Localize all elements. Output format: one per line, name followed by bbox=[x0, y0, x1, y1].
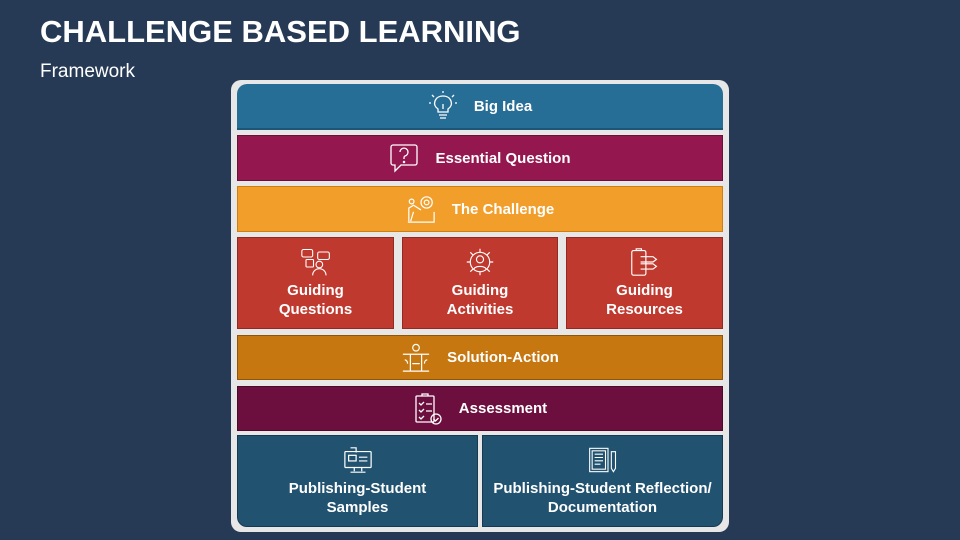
block-guiding-questions: Guiding Questions bbox=[237, 237, 394, 329]
block-the-challenge: The Challenge bbox=[237, 186, 723, 232]
block-essential-question: Essential Question bbox=[237, 135, 723, 181]
clipboard-arrows-icon bbox=[630, 247, 660, 277]
block-label: Assessment bbox=[458, 400, 548, 417]
guiding-line2: Resources bbox=[606, 301, 683, 318]
lightbulb-icon bbox=[428, 91, 458, 121]
block-publishing-samples: Publishing-Student Samples bbox=[237, 435, 478, 527]
block-publishing-reflection: Publishing-Student Reflection/ Documenta… bbox=[482, 435, 723, 527]
block-label: Solution-Action bbox=[447, 349, 559, 366]
publishing-line1: Publishing-Student Reflection/ bbox=[493, 480, 712, 497]
discussion-icon bbox=[300, 247, 331, 277]
block-label: Essential Question bbox=[435, 149, 571, 167]
guiding-line2: Questions bbox=[278, 301, 353, 318]
block-guiding-activities: Guiding Activities bbox=[402, 237, 558, 329]
monitor-media-icon bbox=[343, 445, 373, 475]
page-subtitle: Framework bbox=[40, 61, 136, 82]
guiding-line1: Guiding bbox=[451, 282, 509, 299]
block-label: Big Idea bbox=[473, 97, 533, 115]
publishing-line1: Publishing-Student bbox=[288, 480, 427, 497]
guiding-line2: Activities bbox=[446, 301, 514, 318]
gear-person-icon bbox=[465, 247, 495, 277]
block-assessment: Assessment bbox=[237, 386, 723, 431]
page-title: CHALLENGE BASED LEARNING bbox=[40, 14, 521, 49]
guiding-line1: Guiding bbox=[287, 282, 344, 299]
block-guiding-resources: Guiding Resources bbox=[566, 237, 723, 329]
question-bubble-icon bbox=[389, 143, 419, 173]
block-big-idea: Big Idea bbox=[237, 84, 723, 130]
block-label: The Challenge bbox=[451, 200, 555, 218]
publishing-line2: Samples bbox=[326, 499, 389, 516]
block-solution-action: Solution-Action bbox=[237, 335, 723, 380]
checklist-icon bbox=[413, 392, 443, 425]
person-action-icon bbox=[401, 343, 431, 373]
guiding-line1: Guiding bbox=[616, 282, 673, 299]
document-pencil-icon bbox=[588, 445, 618, 475]
person-climbing-gear-icon bbox=[406, 194, 436, 224]
publishing-line2: Documentation bbox=[547, 499, 658, 516]
